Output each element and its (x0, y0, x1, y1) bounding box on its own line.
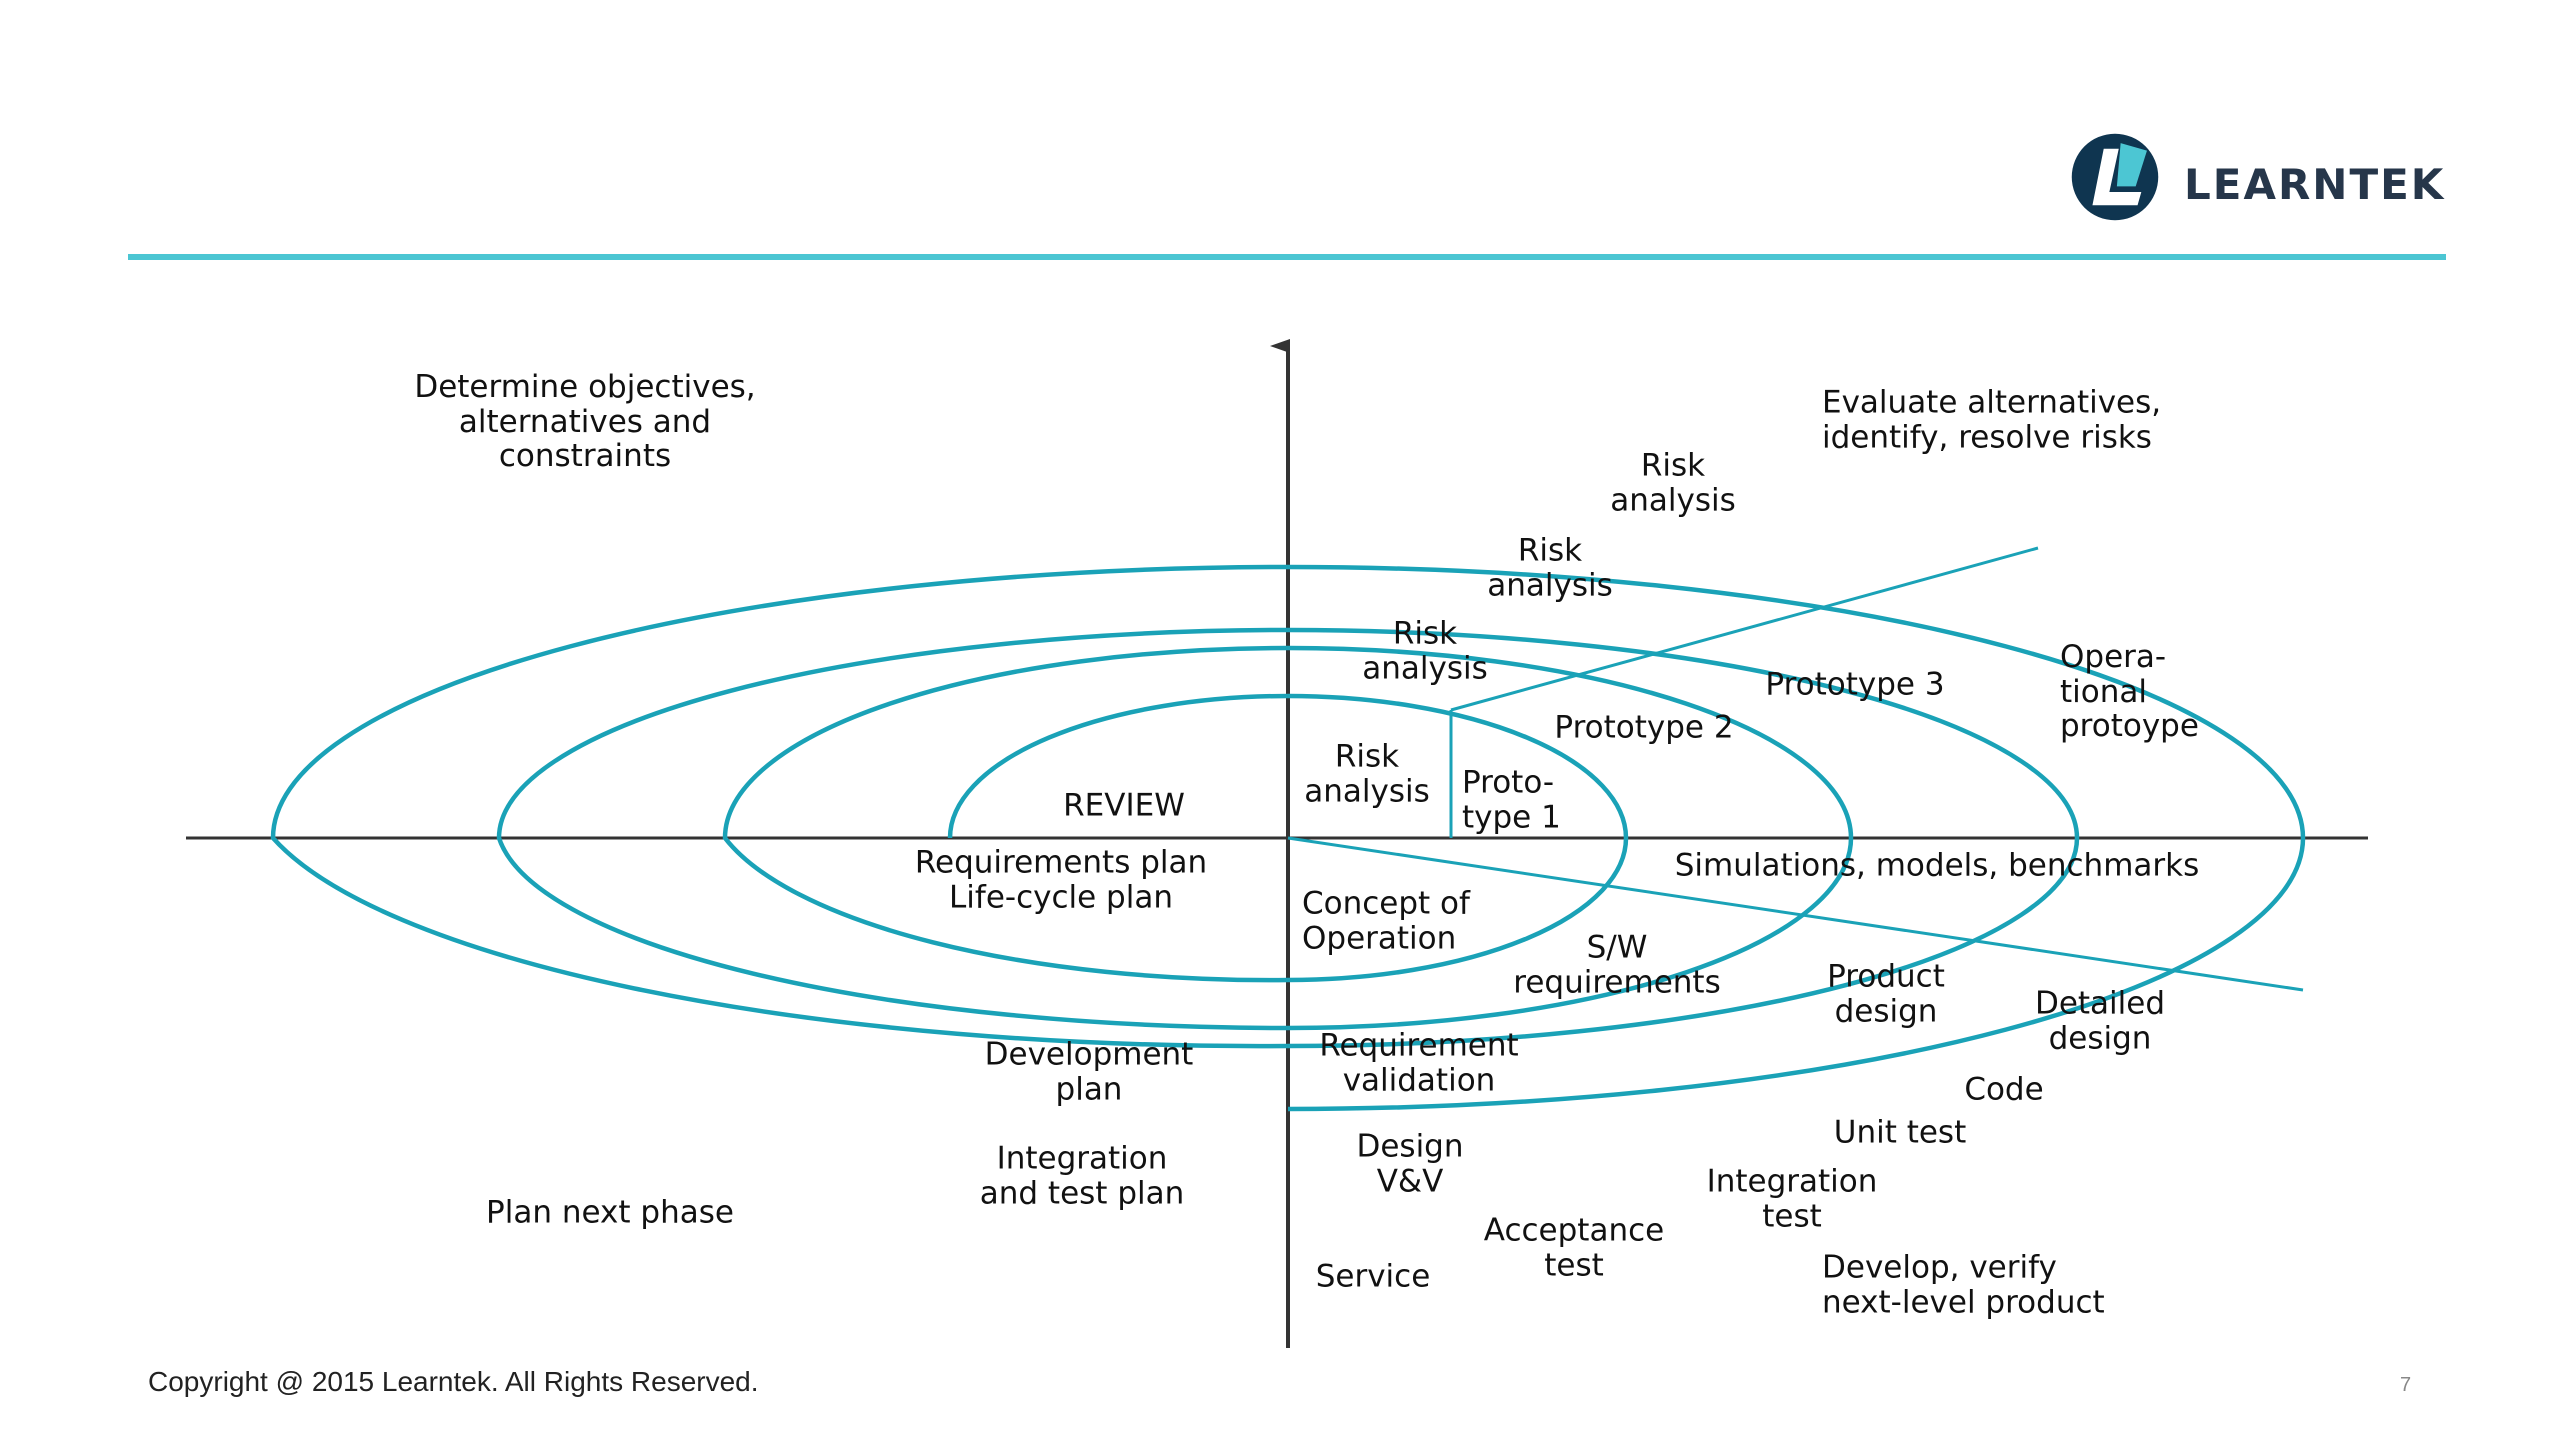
risk-analysis-label-2: Risk analysis (1362, 615, 1488, 686)
simulation-divider (1287, 836, 2304, 992)
product-design-label: Product design (1827, 958, 1945, 1029)
requirement-validation-label: Requirement validation (1319, 1027, 1519, 1098)
logo-wordmark: LEARNTEK (2184, 160, 2446, 209)
design-vv-label: Design V&V (1356, 1128, 1464, 1199)
integration-test-plan-label: Integration and test plan (979, 1140, 1185, 1211)
copyright-text: Copyright @ 2015 Learntek. All Rights Re… (148, 1366, 759, 1397)
concept-of-operation-label: Concept of Operation (1302, 885, 1470, 956)
risk-analysis-label-3: Risk analysis (1487, 532, 1613, 603)
learntek-logo-mark-icon (2071, 133, 2159, 221)
sw-requirements-label: S/W requirements (1513, 929, 1721, 1000)
service-label: Service (1315, 1258, 1431, 1295)
operational-prototype-label: Opera- tional protoype (2060, 638, 2199, 745)
spiral-path (270, 564, 2306, 1112)
integration-test-label: Integration test (1706, 1163, 1878, 1234)
development-plan-label: Development plan (984, 1036, 1194, 1107)
header-divider (128, 254, 2446, 260)
acceptance-test-label: Acceptance test (1483, 1212, 1665, 1283)
simulations-label: Simulations, models, benchmarks (1674, 847, 2200, 884)
quadrant-label-evaluate-alternatives: Evaluate alternatives, identify, resolve… (1822, 384, 2162, 455)
unit-test-label: Unit test (1833, 1114, 1967, 1151)
requirements-plan-label: Requirements plan Life-cycle plan (914, 844, 1208, 915)
risk-analysis-label-4: Risk analysis (1610, 447, 1736, 518)
quadrant-label-determine-objectives: Determine objectives, alternatives and c… (414, 368, 756, 475)
learntek-logo: LEARNTEK (2068, 130, 2448, 230)
risk-prototype-divider (1450, 546, 2039, 712)
quadrant-label-develop-verify: Develop, verify next-level product (1822, 1249, 2105, 1320)
prototype-3-label: Prototype 3 (1765, 666, 1945, 703)
code-label: Code (1964, 1071, 2044, 1108)
detailed-design-label: Detailed design (2034, 985, 2166, 1056)
risk-analysis-label-1: Risk analysis (1304, 738, 1430, 809)
prototype-1-label: Proto- type 1 (1462, 764, 1561, 835)
quadrant-label-plan-next-phase: Plan next phase (486, 1194, 734, 1231)
page-number: 7 (2400, 1374, 2412, 1396)
review-label: REVIEW (1063, 787, 1185, 824)
prototype-2-label: Prototype 2 (1554, 709, 1734, 746)
